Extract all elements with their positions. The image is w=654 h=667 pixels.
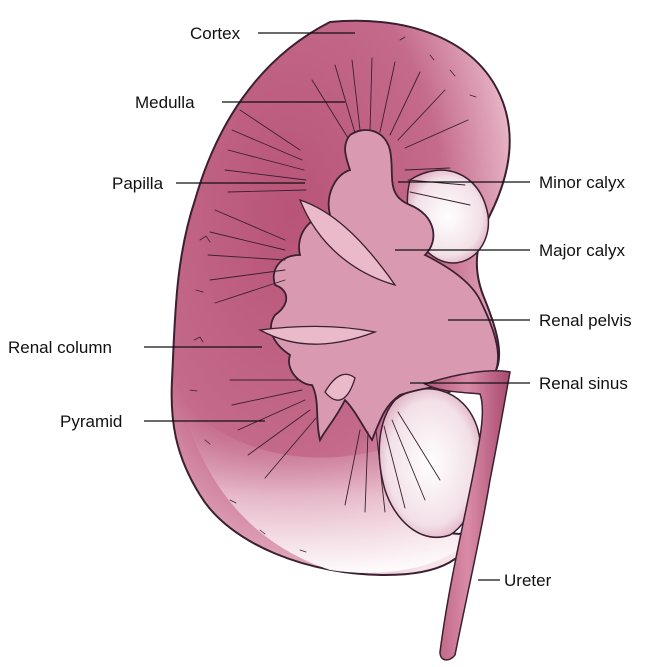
label-renal-pelvis: Renal pelvis [539, 311, 632, 330]
label-pyramid: Pyramid [60, 412, 122, 431]
label-ureter: Ureter [504, 571, 552, 590]
label-medulla: Medulla [135, 93, 195, 112]
label-cortex: Cortex [190, 24, 241, 43]
label-papilla: Papilla [112, 174, 164, 193]
label-renal-sinus: Renal sinus [539, 374, 628, 393]
label-minor-calyx: Minor calyx [539, 173, 625, 192]
label-major-calyx: Major calyx [539, 241, 625, 260]
label-renal-column: Renal column [8, 338, 112, 357]
